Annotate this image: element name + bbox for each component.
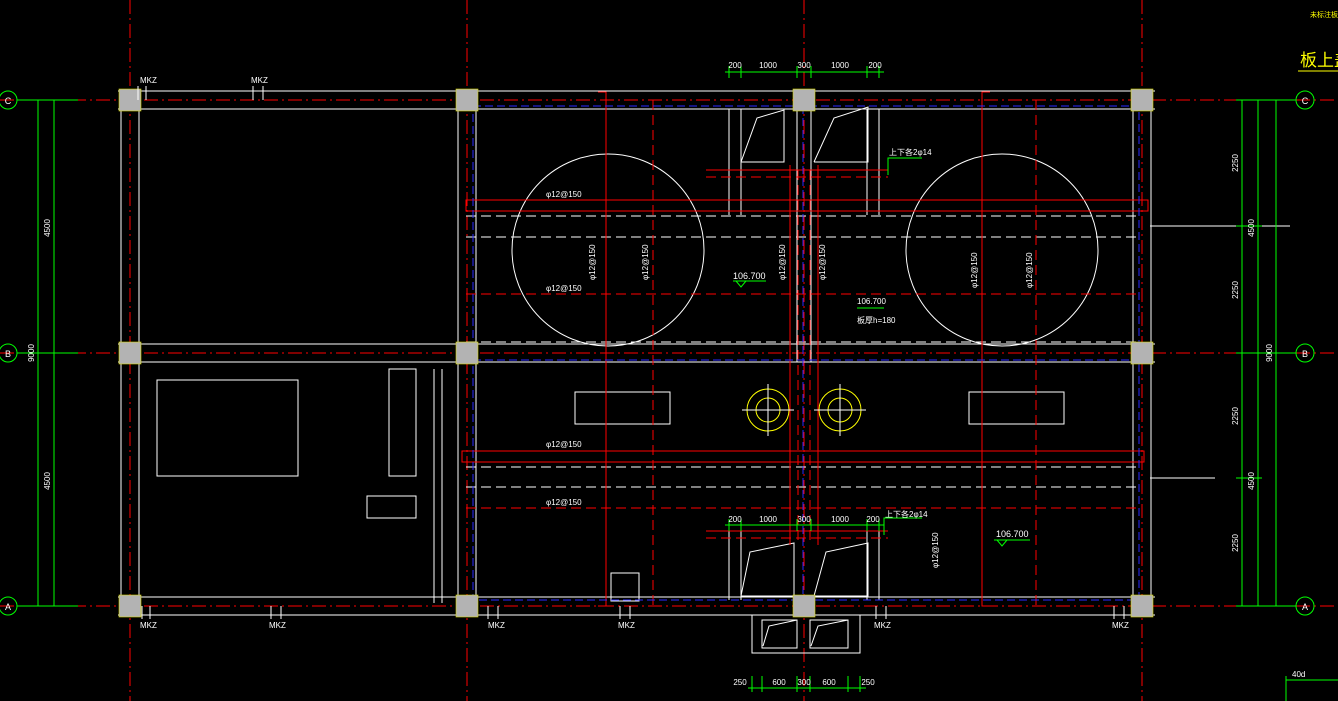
dim-bottom-3: 300 <box>797 678 811 687</box>
dim-right-outer-total: 9000 <box>1265 344 1274 362</box>
dim-top-4: 1000 <box>831 61 849 70</box>
rebar-note: φ12@150 <box>546 284 582 293</box>
mkz-label: MKZ <box>488 621 505 630</box>
columns <box>118 88 1154 618</box>
pipe-centerlines <box>742 384 866 436</box>
dim-mid-5: 200 <box>866 515 880 524</box>
dim-top-3: 300 <box>797 61 811 70</box>
mkz-tags <box>137 86 1125 619</box>
rebar-note: φ12@150 <box>931 532 940 568</box>
mkz-label: MKZ <box>140 621 157 630</box>
mkz-label: MKZ <box>140 76 157 85</box>
mkz-label: MKZ <box>269 621 286 630</box>
scale-tag: 40d <box>1292 670 1305 679</box>
slab-thickness-note: 板厚h=180 <box>857 315 896 325</box>
dim-top-1: 200 <box>728 61 742 70</box>
elevation-mark: 106.700 <box>996 529 1029 539</box>
rebar-note: φ12@150 <box>818 244 827 280</box>
dim-mid-4: 1000 <box>831 515 849 524</box>
grid-bubble-labels: C B A C B A <box>5 96 1309 612</box>
dim-bottom-4: 600 <box>822 678 836 687</box>
dim-right-outer-1: 4500 <box>1247 219 1256 237</box>
dim-left-lower: 4500 <box>43 472 52 490</box>
grid-label-left-a: A <box>5 602 11 612</box>
rebar-note: φ12@150 <box>778 244 787 280</box>
rebar-texts: φ12@150 φ12@150 φ12@150 φ12@150 φ12@150 … <box>546 147 1034 568</box>
dim-left-upper: 4500 <box>43 219 52 237</box>
grid-label-right-c: C <box>1302 96 1309 106</box>
dim-top-2: 1000 <box>759 61 777 70</box>
title-big: 板上盖 <box>1300 51 1338 70</box>
dim-right-inner-2: 2250 <box>1231 281 1240 299</box>
rebar-note: φ12@150 <box>1025 252 1034 288</box>
rebar-note: φ12@150 <box>588 244 597 280</box>
grid-label-left-b: B <box>5 349 11 359</box>
rebar-red <box>461 91 1149 607</box>
dim-right-inner-3: 2250 <box>1231 407 1240 425</box>
grid-label-right-b: B <box>1302 349 1308 359</box>
top-bottom-rebar-note: 上下各2φ14 <box>885 509 928 519</box>
rebar-note: φ12@150 <box>546 498 582 507</box>
dim-right-outer-2: 4500 <box>1247 472 1256 490</box>
dim-bottom-2: 600 <box>772 678 786 687</box>
dim-mid-3: 300 <box>797 515 811 524</box>
dim-right-inner-1: 2250 <box>1231 154 1240 172</box>
dim-bottom-5: 250 <box>861 678 875 687</box>
rebar-note: φ12@150 <box>641 244 650 280</box>
title-block: 未标注板厚 板上盖 40d <box>1292 10 1338 679</box>
mkz-label: MKZ <box>251 76 268 85</box>
dim-top-5: 200 <box>868 61 882 70</box>
grid-label-left-c: C <box>5 96 12 106</box>
dim-bottom-1: 250 <box>733 678 747 687</box>
dim-mid-2: 1000 <box>759 515 777 524</box>
title-small: 未标注板厚 <box>1310 10 1338 19</box>
mkz-label: MKZ <box>1112 621 1129 630</box>
dim-mid-1: 200 <box>728 515 742 524</box>
rebar-note: φ12@150 <box>546 440 582 449</box>
top-bottom-rebar-note: 上下各2φ14 <box>889 147 932 157</box>
dim-left-total: 9000 <box>27 344 36 362</box>
dimension-lines <box>17 66 1338 701</box>
grid-label-right-a: A <box>1302 602 1308 612</box>
dimension-texts: 200 1000 300 1000 200 200 1000 300 1000 … <box>27 61 1274 687</box>
rebar-note: φ12@150 <box>546 190 582 199</box>
mkz-label: MKZ <box>874 621 891 630</box>
elevation-mark: 106.700 <box>857 297 886 306</box>
mkz-label: MKZ <box>618 621 635 630</box>
mkz-labels: MKZ MKZ MKZ MKZ MKZ MKZ MKZ MKZ <box>140 76 1129 630</box>
rebar-note: φ12@150 <box>970 252 979 288</box>
dim-right-inner-4: 2250 <box>1231 534 1240 552</box>
elevation-mark: 106.700 <box>733 271 766 281</box>
